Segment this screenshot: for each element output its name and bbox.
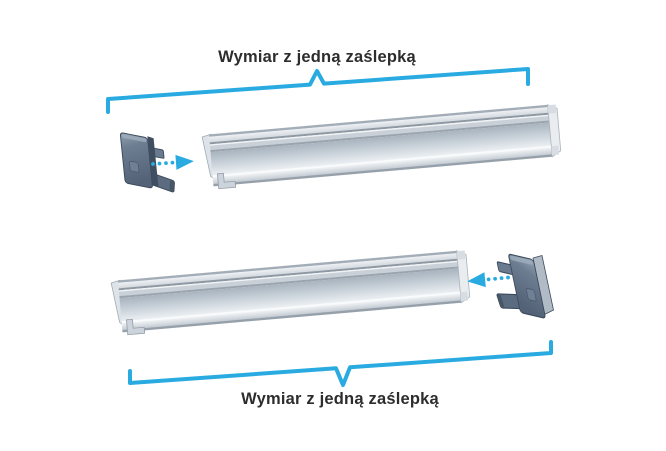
top-dimension-bracket [106,67,530,114]
top-dimension-label: Wymiar z jedną zaślepką [218,48,416,66]
end-cap-right [486,248,554,319]
dotted-arrow-left-icon [467,272,510,288]
bottom-dimension-label: Wymiar z jedną zaślepką [241,390,439,408]
aluminum-profile-top [201,103,562,191]
end-cap-left [119,131,177,194]
bottom-dimension-bracket [128,340,553,387]
end-cap-left-edge [147,136,159,187]
dotted-arrow-right-icon [151,154,194,170]
aluminum-profile-bottom [110,249,471,337]
